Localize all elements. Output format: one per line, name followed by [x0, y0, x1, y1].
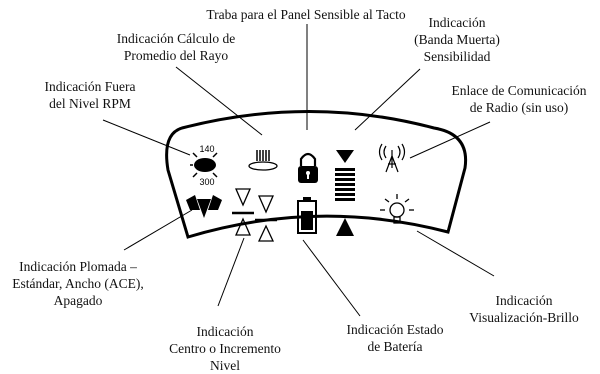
- leader-lines: [102, 24, 495, 317]
- leader-brillo: [416, 230, 495, 277]
- battery-icon: [297, 197, 317, 234]
- leader-calculo: [175, 66, 263, 136]
- leader-bateria: [302, 239, 361, 317]
- rpm-bottom-value: 300: [199, 177, 214, 187]
- leader-plomada: [123, 209, 193, 251]
- radio-antenna-icon: [378, 143, 406, 173]
- leader-centro: [217, 237, 245, 307]
- panel-outline: [165, 110, 468, 239]
- label-sensitivity: Indicación(Banda Muerta)Sensibilidad: [414, 15, 500, 64]
- level-center-icon: [232, 188, 254, 236]
- label-touch-panel-lock: Traba para el Panel Sensible al Tacto: [206, 7, 406, 22]
- lock-icon: [298, 152, 318, 183]
- label-plumb: Indicación Plomada –Estándar, Ancho (ACE…: [12, 259, 144, 308]
- rpm-top-value: 140: [199, 144, 214, 154]
- leader-radio: [409, 121, 491, 159]
- leader-fuera: [102, 119, 191, 156]
- sensitivity-icon: [335, 150, 355, 236]
- plumb-icon: [186, 195, 222, 218]
- rpm-icon: 140 300: [190, 144, 218, 187]
- beam-average-icon: [248, 150, 278, 171]
- level-increment-icon: [255, 195, 277, 242]
- brightness-icon: [380, 194, 414, 224]
- leader-banda: [354, 68, 421, 131]
